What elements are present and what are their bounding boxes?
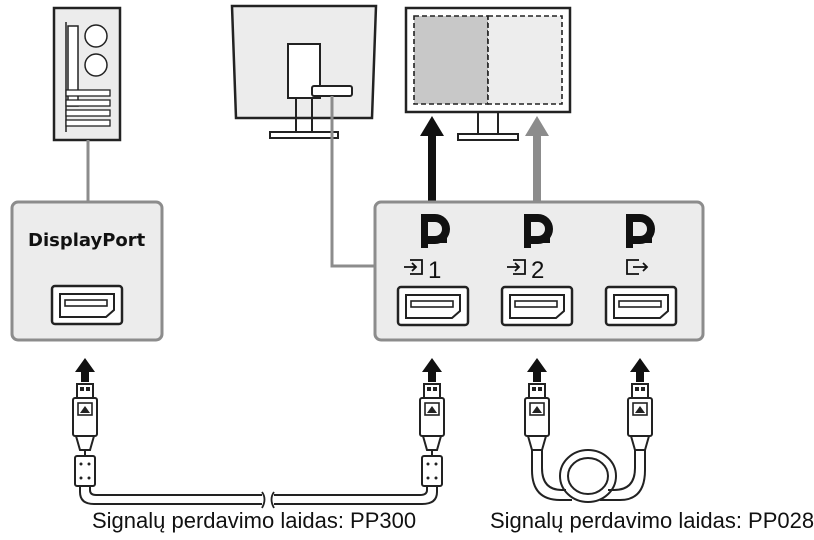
screen-right-area (487, 15, 563, 105)
dp-plug-icon (72, 383, 98, 451)
input2-signal-arrow (525, 116, 549, 206)
monitor-rear-view (230, 4, 378, 139)
input-number-label: 1 (428, 257, 441, 284)
cable-pp028-caption: Signalų perdavimo laidas: PP028 (490, 508, 814, 533)
up-arrow-icon (422, 358, 442, 382)
monitor-front-view (404, 6, 572, 141)
dp-plug-icon (524, 383, 550, 451)
cable-pp300-caption: Signalų perdavimo laidas: PP300 (92, 508, 417, 533)
pc-tower (52, 6, 122, 142)
up-arrow-icon (527, 358, 547, 382)
monitor-link-line (330, 96, 375, 268)
pc-displayport-port (50, 284, 124, 326)
ferrite-core-icon (74, 455, 96, 487)
cable-pp300 (72, 383, 445, 509)
input1-displayport-port (396, 285, 470, 327)
screen-left-area (413, 15, 489, 105)
input-icon (404, 259, 423, 275)
input-number-label: 2 (531, 257, 544, 284)
dp-plug-icon (419, 383, 445, 451)
output-displayport-port (604, 285, 678, 327)
input1-signal-arrow (420, 116, 444, 206)
up-arrow-icon (630, 358, 650, 382)
pc-port-label: DisplayPort (28, 230, 146, 251)
input2-displayport-port (500, 285, 574, 327)
up-arrow-icon (75, 358, 95, 382)
input-icon (507, 259, 526, 275)
ferrite-core-icon (421, 455, 443, 487)
output-icon (626, 259, 649, 275)
pc-port-panel: DisplayPort (10, 200, 164, 342)
cable-pp028 (524, 383, 653, 503)
monitor-port-panel: 1 2 (373, 200, 705, 342)
dp-plug-icon (627, 383, 653, 451)
